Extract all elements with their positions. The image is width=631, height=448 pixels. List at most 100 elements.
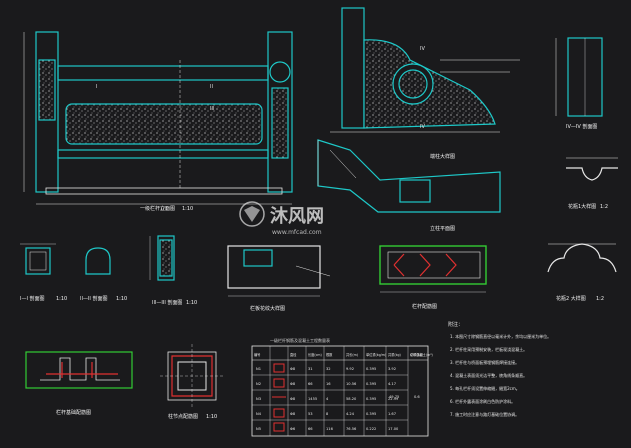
table-header-cell: 直径 (290, 352, 297, 357)
note-line: 5. 每孔栏杆须设置伸缩缝，缝宽2cm。 (450, 385, 520, 391)
table-cell: 1455 (308, 397, 317, 401)
post-ornament-circle (269, 61, 291, 83)
caption-main-elevation: 一级栏杆立面图 (140, 205, 175, 212)
post-detail (330, 7, 520, 133)
railing-rebar-plan (317, 139, 501, 213)
main-elevation (23, 31, 293, 205)
rebar-layout (379, 245, 487, 293)
section-marker-ii: II (210, 84, 213, 90)
table-cell: Φ6 (290, 427, 296, 431)
top-rail (57, 65, 269, 81)
table-cell: 66 (308, 427, 313, 431)
caption-i-scale: 1:10 (56, 296, 67, 302)
table-header-cell: 共长(m) (346, 352, 358, 357)
caption-i-section: I—I 剖面图 (20, 295, 45, 302)
table-cell: Φ8 (290, 397, 296, 401)
notes-title: 附注： (448, 321, 463, 328)
caption-ii-section: II—II 剖面图 (80, 295, 108, 302)
quantity-table: 一级栏杆钢筋及混凝土工程数量表 (251, 337, 429, 437)
table-cell: N2 (256, 382, 261, 386)
section-iii (149, 235, 175, 281)
caption-detail-2-scale: 1:2 (596, 296, 604, 302)
table-cell: 4 (326, 397, 329, 401)
ornament-detail-1 (566, 157, 618, 181)
table-header-cell: 根数 (326, 352, 333, 357)
table-cell: 31 (308, 367, 313, 371)
table-cell: 3.92 (388, 367, 396, 371)
caption-iv-section: IV—IV 剖面图 (566, 123, 597, 130)
table-cell: N5 (256, 427, 261, 431)
caption-detail-1: 花瓶1大样图 (568, 203, 596, 210)
table-header-cell: 编号 (254, 352, 260, 357)
caption-detail-1-scale: 1:2 (600, 204, 608, 210)
table-cell: 17.00 (388, 427, 399, 431)
caption-railing-detail: 栏板花纹大样图 (250, 305, 285, 312)
railing-panel (65, 103, 263, 145)
marker-iv-bottom: IV (420, 124, 425, 130)
table-header-cell: 单位重(kg/m) (366, 352, 386, 357)
caption-post-rebar: 柱节点配筋图 (168, 413, 198, 420)
table-cell: 0.222 (366, 427, 376, 431)
table-cell: 1.67 (388, 412, 396, 416)
table-cell: N4 (256, 412, 262, 416)
table-cell: 0.395 (366, 367, 376, 371)
caption-rebar-top: 栏杆配筋图 (412, 303, 437, 310)
table-cell: N1 (256, 367, 261, 371)
watermark-brand: 沐风网 (270, 205, 324, 227)
table-cell: 66 (308, 382, 313, 386)
note-line: 1. 本图尺寸除钢筋直径以毫米计外，余均以厘米为单位。 (450, 333, 551, 339)
caption-post-rebar-scale: 1:10 (206, 414, 217, 420)
table-concrete: 0.6 (414, 395, 420, 399)
caption-plan-view: 立柱平面图 (430, 225, 455, 232)
table-cell: Φ8 (290, 367, 296, 371)
note-line: 2. 栏杆柱采用预制安装，栏板现浇混凝土。 (450, 346, 527, 352)
caption-main-scale: 1:10 (182, 206, 193, 212)
note-line: 4. 混凝土表面须光洁平整，棱角线条顺直。 (450, 372, 527, 378)
table-total-weight: 49.75 (389, 395, 399, 399)
marker-iv-top: IV (420, 46, 425, 52)
watermark-logo (239, 201, 265, 227)
caption-iii-section: III—III 剖面图 (152, 299, 182, 306)
table-cell: 53 (308, 412, 313, 416)
ornament-detail-2 (547, 243, 617, 273)
table-cell: Φ8 (290, 382, 296, 386)
table-cell: 4.24 (346, 412, 355, 416)
section-ii (85, 247, 111, 275)
table-rebar-shapes (272, 363, 286, 432)
caption-iii-scale: 1:10 (186, 300, 197, 306)
caption-post-detail: 端柱大样图 (430, 153, 455, 160)
caption-detail-2: 花瓶2 大样图 (556, 295, 586, 302)
section-marker-iii: III (210, 106, 214, 112)
table-cell: 76.56 (346, 427, 357, 431)
table-cell: 0.395 (366, 412, 376, 416)
table-cell: 32 (326, 367, 331, 371)
table-cell: Φ8 (290, 412, 296, 416)
table-header-cell: 长度(cm) (308, 352, 322, 357)
table-cell: 116 (326, 427, 334, 431)
caption-ii-scale: 1:10 (116, 296, 127, 302)
note-line: 6. 栏杆外露表面涂刷白色防护涂料。 (450, 398, 515, 404)
watermark-url: www.mfcad.com (272, 229, 322, 236)
section-marker-i: I (96, 84, 97, 90)
table-cell: 0.395 (366, 397, 376, 401)
railing-detail-elevation (227, 245, 331, 297)
right-post (267, 31, 293, 193)
notes-block: 附注： 1. 本图尺寸除钢筋直径以毫米计外，余均以厘米为单位。 2. 栏杆柱采用预… (448, 321, 551, 417)
section-iv (555, 37, 603, 117)
caption-base-rebar: 栏杆基础配筋图 (56, 409, 91, 416)
note-line: 7. 施工时应注意与路灯基础位置协调。 (450, 411, 519, 417)
note-line: 3. 栏杆柱与桥面板预埋钢筋焊接连接。 (450, 359, 519, 365)
table-cells: 编号 直径 长度(cm) 根数 共长(m) 单位重(kg/m)共重(kg) 总重(kg)C3… (254, 352, 433, 431)
table-header-cell: 共重(kg) (388, 352, 401, 357)
post-rebar-detail (160, 344, 224, 408)
dim-total-width: 171 (160, 206, 168, 211)
table-cell: 9.92 (346, 367, 354, 371)
table-header-cell: 总重(kg) (410, 352, 423, 357)
table-cell: 22.99 (388, 397, 399, 401)
table-header-cell: C30混凝土(m³) (410, 352, 433, 357)
table-cell: 10.56 (346, 382, 357, 386)
table-cell: 4.17 (388, 382, 396, 386)
table-cell: 8 (326, 412, 329, 416)
